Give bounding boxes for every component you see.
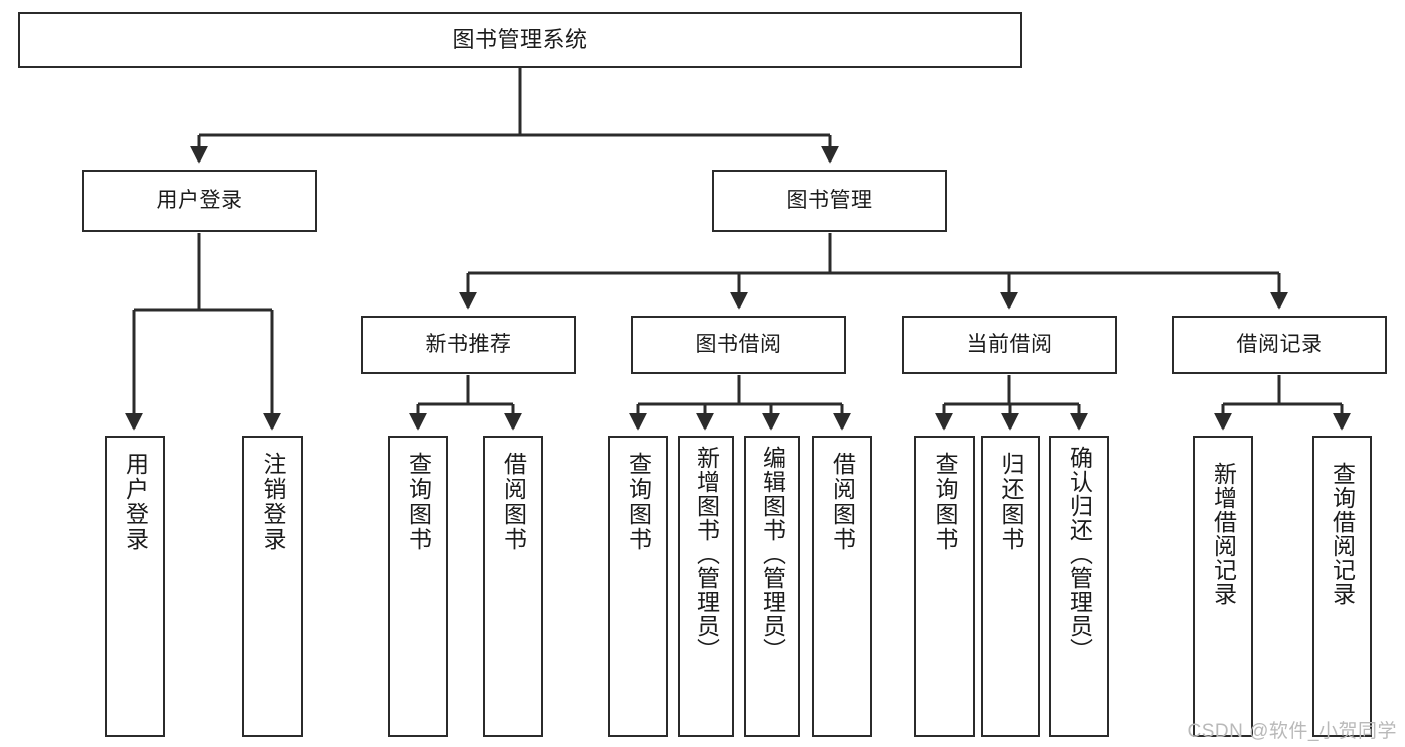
node-borrow-record-label: 借阅记录 <box>1236 332 1323 356</box>
leaf-query-book-1[interactable]: 查询图书 <box>388 436 448 737</box>
leaf-query-book-2[interactable]: 查询图书 <box>608 436 668 737</box>
node-borrow-record[interactable]: 借阅记录 <box>1172 316 1387 374</box>
leaf-confirm-return[interactable]: 确认归还（管理员） <box>1049 436 1109 737</box>
leaf-query-book-1-label: 查询图书 <box>405 452 432 552</box>
node-user-login[interactable]: 用户登录 <box>82 170 317 232</box>
node-current-borrow[interactable]: 当前借阅 <box>902 316 1117 374</box>
leaf-confirm-return-label: 确认归还（管理员） <box>1066 446 1093 662</box>
leaf-query-record-label: 查询借阅记录 <box>1329 462 1356 606</box>
leaf-query-book-2-label: 查询图书 <box>625 452 652 552</box>
node-new-book-recommend-label: 新书推荐 <box>425 332 512 356</box>
node-root[interactable]: 图书管理系统 <box>18 12 1022 68</box>
leaf-add-record[interactable]: 新增借阅记录 <box>1193 436 1253 737</box>
node-root-label: 图书管理系统 <box>452 27 588 53</box>
node-current-borrow-label: 当前借阅 <box>966 332 1053 356</box>
leaf-add-book-label: 新增图书（管理员） <box>693 446 720 662</box>
node-book-borrow[interactable]: 图书借阅 <box>631 316 846 374</box>
leaf-add-record-label: 新增借阅记录 <box>1210 462 1237 606</box>
leaf-user-logout[interactable]: 注销登录 <box>242 436 303 737</box>
node-book-borrow-label: 图书借阅 <box>695 332 782 356</box>
leaf-borrow-book-1-label: 借阅图书 <box>500 452 527 552</box>
node-new-book-recommend[interactable]: 新书推荐 <box>361 316 576 374</box>
leaf-edit-book-label: 编辑图书（管理员） <box>759 446 786 662</box>
leaf-add-book[interactable]: 新增图书（管理员） <box>678 436 734 737</box>
node-book-management[interactable]: 图书管理 <box>712 170 947 232</box>
leaf-query-record[interactable]: 查询借阅记录 <box>1312 436 1372 737</box>
leaf-edit-book[interactable]: 编辑图书（管理员） <box>744 436 800 737</box>
node-book-management-label: 图书管理 <box>786 188 873 212</box>
leaf-borrow-book-2-label: 借阅图书 <box>829 452 856 552</box>
leaf-user-login-label: 用户登录 <box>122 452 149 552</box>
csdn-watermark: CSDN @软件_小贺同学 <box>1187 721 1397 742</box>
leaf-return-book-label: 归还图书 <box>998 452 1024 552</box>
leaf-query-book-3-label: 查询图书 <box>932 452 958 552</box>
leaf-user-login[interactable]: 用户登录 <box>105 436 165 737</box>
node-user-login-label: 用户登录 <box>156 188 243 212</box>
leaf-user-logout-label: 注销登录 <box>260 452 286 552</box>
leaf-borrow-book-1[interactable]: 借阅图书 <box>483 436 543 737</box>
leaf-return-book[interactable]: 归还图书 <box>981 436 1040 737</box>
leaf-borrow-book-2[interactable]: 借阅图书 <box>812 436 872 737</box>
leaf-query-book-3[interactable]: 查询图书 <box>914 436 975 737</box>
